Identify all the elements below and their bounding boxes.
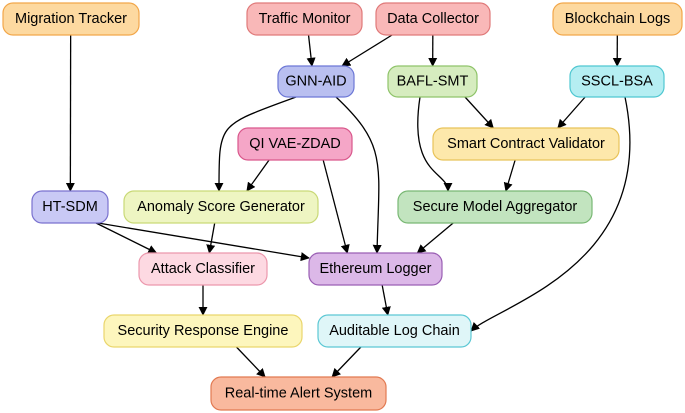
node-box-qi-vae-zdad	[237, 127, 353, 161]
node-label-ethereum-logger: Ethereum Logger	[319, 261, 431, 277]
edge-ht-sdm-to-ethereum-logger	[97, 222, 310, 262]
node-label-data-collector: Data Collector	[387, 11, 479, 27]
node-smart-contract-validator: Smart Contract Validator	[432, 127, 620, 161]
node-box-real-time-alert-system	[210, 376, 387, 411]
node-label-gnn-aid: GNN-AID	[285, 74, 346, 90]
node-box-attack-classifier	[138, 252, 268, 286]
edge-smart-contract-validator-to-secure-model-aggregator	[503, 159, 516, 192]
node-box-auditable-log-chain	[317, 314, 472, 348]
edge-gnn-aid-to-ethereum-logger	[335, 96, 382, 254]
edge-security-response-engine-to-real-time-alert-system	[235, 346, 266, 378]
node-box-migration-tracker	[2, 2, 140, 36]
node-traffic-monitor: Traffic Monitor	[246, 2, 363, 36]
node-gnn-aid: GNN-AID	[277, 65, 355, 98]
node-real-time-alert-system: Real-time Alert System	[210, 376, 387, 411]
node-label-qi-vae-zdad: QI VAE-ZDAD	[249, 136, 341, 152]
node-label-migration-tracker: Migration Tracker	[15, 11, 127, 27]
node-security-response-engine: Security Response Engine	[103, 314, 303, 348]
node-data-collector: Data Collector	[375, 2, 491, 36]
node-label-real-time-alert-system: Real-time Alert System	[225, 386, 372, 402]
node-secure-model-aggregator: Secure Model Aggregator	[397, 190, 593, 224]
node-attack-classifier: Attack Classifier	[138, 252, 268, 286]
edge-traffic-monitor-to-gnn-aid	[306, 34, 316, 67]
edge-anomaly-score-generator-to-attack-classifier	[206, 222, 216, 254]
node-migration-tracker: Migration Tracker	[2, 2, 140, 36]
node-box-anomaly-score-generator	[123, 190, 319, 224]
edge-ht-sdm-to-attack-classifier	[95, 222, 158, 254]
node-box-traffic-monitor	[246, 2, 363, 36]
edge-qi-vae-zdad-to-ethereum-logger	[322, 159, 350, 254]
node-box-data-collector	[375, 2, 491, 36]
node-box-sscl-bsa	[569, 65, 665, 98]
node-ethereum-logger: Ethereum Logger	[308, 252, 443, 286]
edge-qi-vae-zdad-to-anomaly-score-generator	[246, 159, 270, 192]
node-label-blockchain-logs: Blockchain Logs	[565, 11, 671, 27]
node-label-secure-model-aggregator: Secure Model Aggregator	[413, 199, 578, 215]
node-box-secure-model-aggregator	[397, 190, 593, 224]
node-blockchain-logs: Blockchain Logs	[552, 2, 683, 36]
edge-data-collector-to-gnn-aid	[341, 34, 393, 67]
node-label-smart-contract-validator: Smart Contract Validator	[447, 136, 605, 152]
node-label-anomaly-score-generator: Anomaly Score Generator	[137, 199, 305, 215]
node-box-blockchain-logs	[552, 2, 683, 36]
node-auditable-log-chain: Auditable Log Chain	[317, 314, 472, 348]
edge-gnn-aid-to-anomaly-score-generator	[214, 96, 297, 192]
node-qi-vae-zdad: QI VAE-ZDAD	[237, 127, 353, 161]
edge-ethereum-logger-to-auditable-log-chain	[381, 284, 391, 316]
edge-bafl-smt-to-smart-contract-validator	[464, 96, 494, 129]
node-box-security-response-engine	[103, 314, 303, 348]
node-box-gnn-aid	[277, 65, 355, 98]
node-label-auditable-log-chain: Auditable Log Chain	[329, 323, 460, 339]
node-label-traffic-monitor: Traffic Monitor	[259, 11, 351, 27]
edge-secure-model-aggregator-to-ethereum-logger	[416, 222, 454, 254]
node-box-ht-sdm	[31, 190, 109, 224]
edge-auditable-log-chain-to-real-time-alert-system	[331, 346, 362, 378]
node-box-ethereum-logger	[308, 252, 443, 286]
node-box-bafl-smt	[387, 65, 478, 98]
edge-bafl-smt-to-secure-model-aggregator	[417, 96, 453, 192]
node-label-sscl-bsa: SSCL-BSA	[581, 74, 653, 90]
node-bafl-smt: BAFL-SMT	[387, 65, 478, 98]
node-box-smart-contract-validator	[432, 127, 620, 161]
edge-sscl-bsa-to-smart-contract-validator	[557, 96, 586, 129]
node-ht-sdm: HT-SDM	[31, 190, 109, 224]
node-label-attack-classifier: Attack Classifier	[151, 261, 255, 277]
node-label-ht-sdm: HT-SDM	[42, 199, 98, 215]
edges-layer	[65, 34, 631, 378]
node-anomaly-score-generator: Anomaly Score Generator	[123, 190, 319, 224]
node-sscl-bsa: SSCL-BSA	[569, 65, 665, 98]
edge-sscl-bsa-to-auditable-log-chain	[470, 96, 631, 332]
node-label-bafl-smt: BAFL-SMT	[397, 74, 469, 90]
node-label-security-response-engine: Security Response Engine	[118, 323, 289, 339]
